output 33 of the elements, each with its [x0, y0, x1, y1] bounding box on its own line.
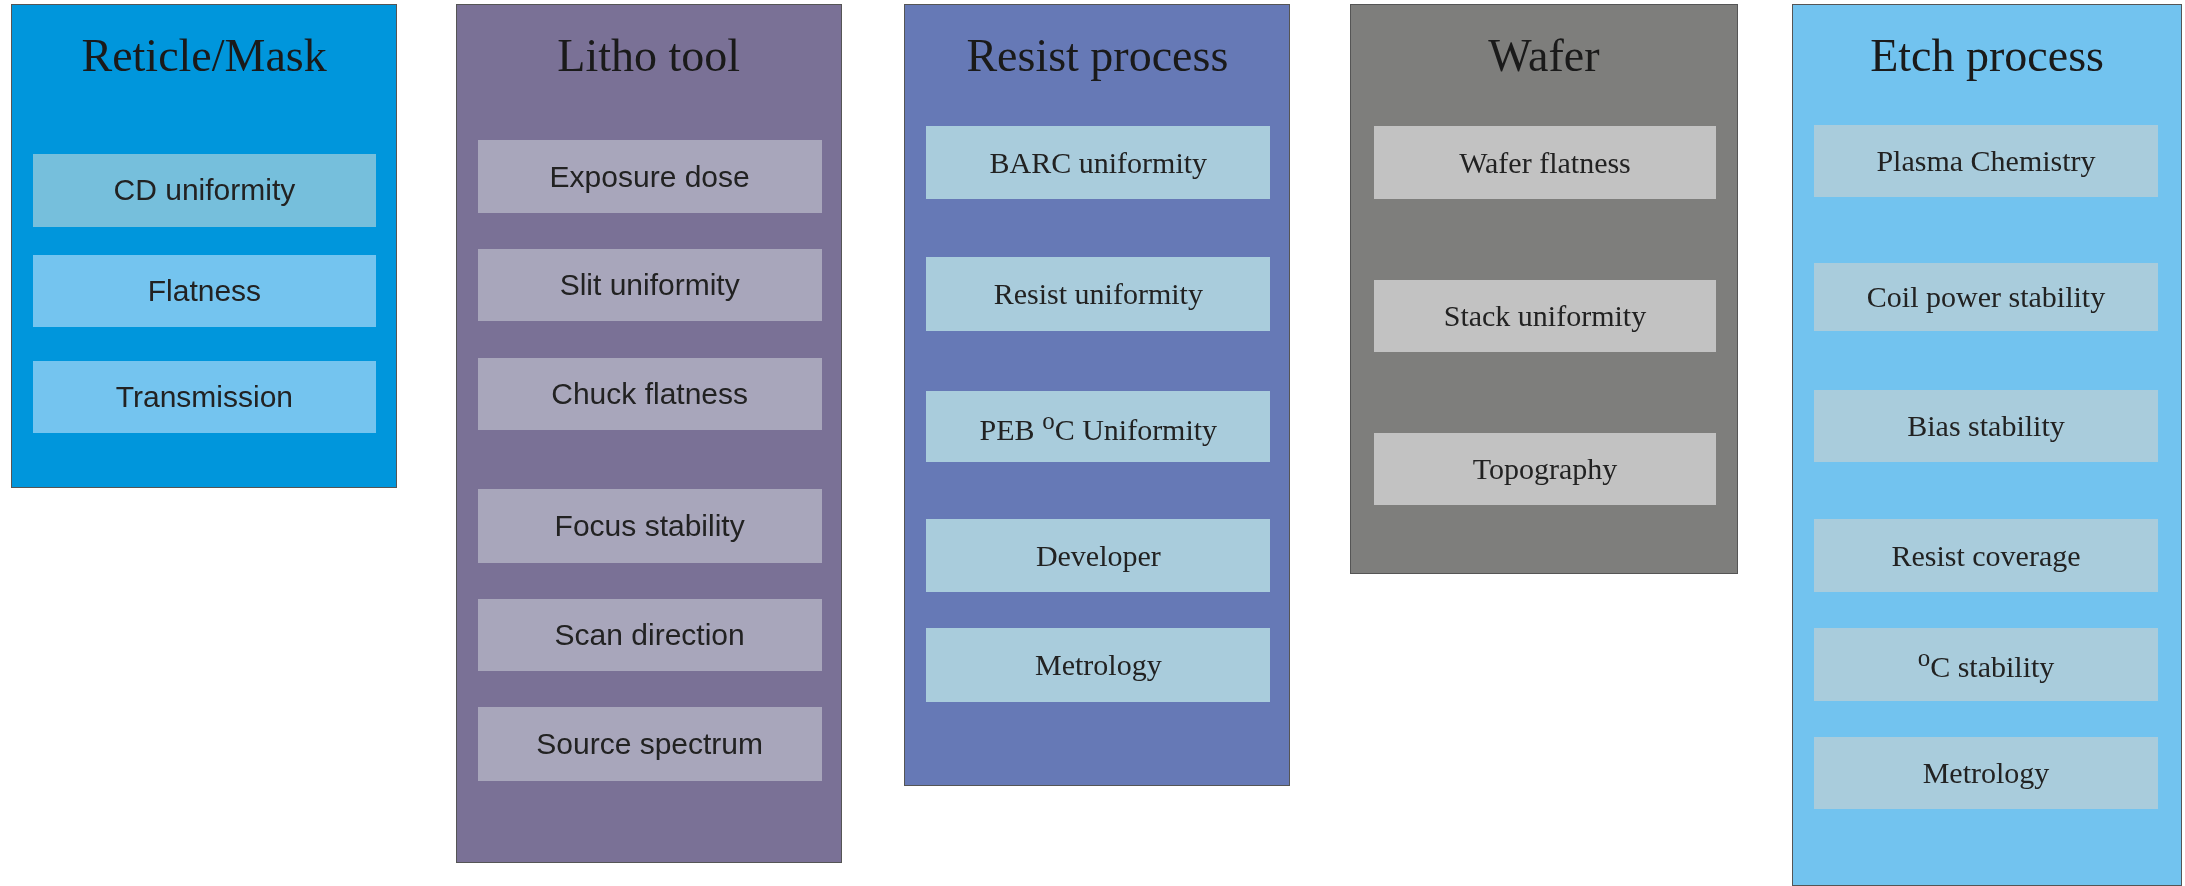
- factor-box: Slit uniformity: [477, 249, 822, 322]
- factor-box: Topography: [1373, 432, 1717, 506]
- factor-box: Wafer flatness: [1373, 126, 1717, 199]
- factor-box: CD uniformity: [33, 154, 376, 227]
- factor-box: $^{o}$C stability: [1813, 628, 2159, 701]
- factor-box: Resist coverage: [1813, 519, 2159, 592]
- factor-box: PEB $^{o}$C Uniformity: [926, 391, 1271, 463]
- panel-title: Resist process: [965, 29, 1230, 83]
- factor-box: Transmission: [33, 360, 376, 433]
- group-panel: [904, 4, 1291, 786]
- panel-title: Wafer: [1487, 29, 1601, 83]
- factor-box: Resist uniformity: [926, 257, 1271, 332]
- panel-title: Reticle/Mask: [80, 29, 328, 83]
- factor-box: Stack uniformity: [1373, 279, 1717, 353]
- factor-box: Focus stability: [477, 488, 822, 563]
- group-panel: [455, 4, 842, 863]
- factor-box: BARC uniformity: [926, 126, 1271, 199]
- group-panel: [1350, 4, 1738, 575]
- factor-box: Source spectrum: [477, 707, 822, 782]
- panel-title: Litho tool: [556, 29, 742, 83]
- group-panel: [11, 4, 398, 488]
- factor-box: Chuck flatness: [477, 357, 822, 431]
- factor-box: Metrology: [926, 628, 1271, 702]
- factor-box: Developer: [926, 519, 1271, 592]
- factor-box: Coil power stability: [1813, 262, 2159, 332]
- factor-box: Bias stability: [1813, 389, 2159, 463]
- panel-title: Etch process: [1869, 29, 2105, 83]
- factor-box: Metrology: [1813, 736, 2159, 810]
- group-panel: [1792, 4, 2183, 886]
- factor-box: Flatness: [33, 254, 376, 328]
- factor-box: Plasma Chemistry: [1813, 125, 2159, 198]
- factor-box: Scan direction: [477, 598, 822, 672]
- factor-box: Exposure dose: [477, 140, 822, 213]
